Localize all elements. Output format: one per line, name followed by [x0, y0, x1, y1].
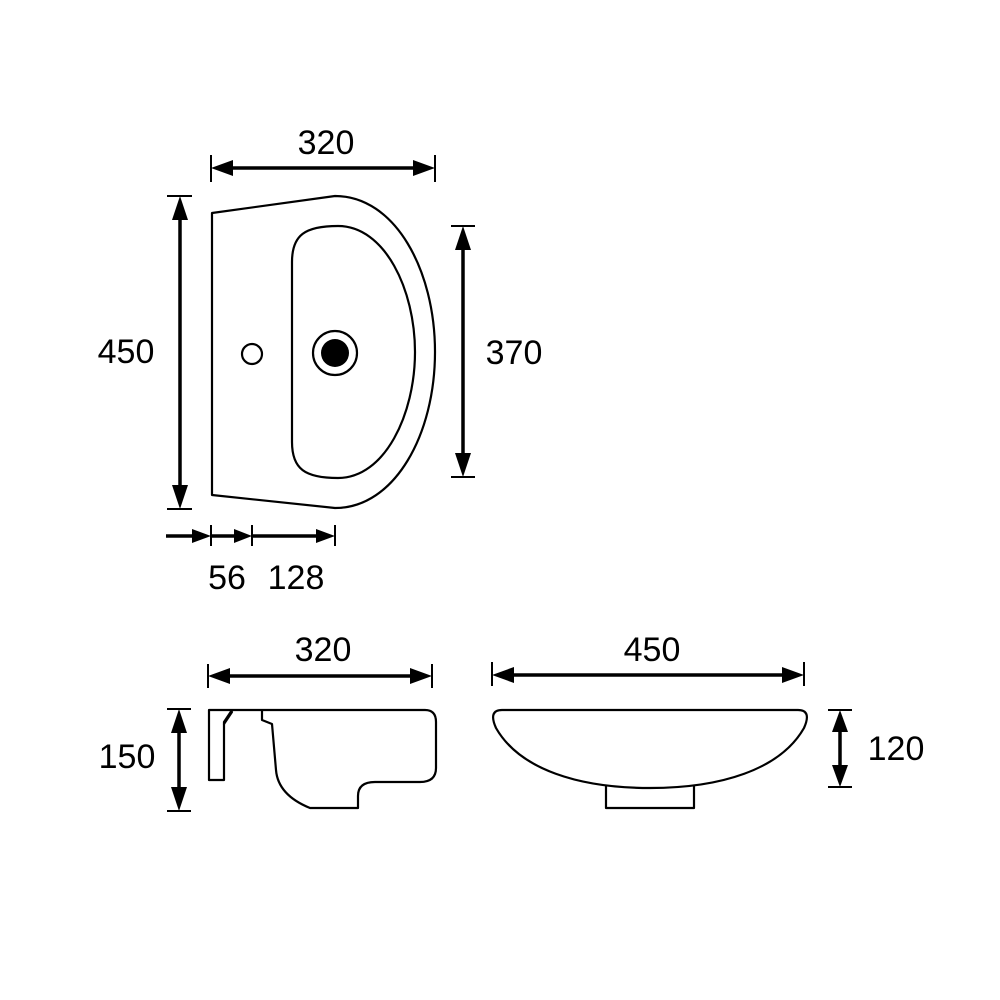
dim-top-depth: 450: [98, 195, 192, 510]
tap-hole: [240, 342, 264, 366]
dim-label-front-height: 120: [868, 730, 925, 768]
dim-label-bowl-depth: 370: [486, 334, 543, 372]
dim-offsets: 56 128: [166, 525, 336, 597]
dim-label-top-depth: 450: [98, 333, 155, 371]
dim-side-height: 150: [99, 708, 191, 812]
dim-label-side-height: 150: [99, 738, 156, 776]
dim-label-tap-offset: 56: [208, 559, 246, 597]
dim-side-width: 320: [207, 631, 433, 688]
dim-label-side-width: 320: [295, 631, 352, 669]
basin-outline-side: [207, 708, 438, 810]
waste-outlet: [321, 339, 349, 367]
dim-label-front-width: 450: [624, 631, 681, 669]
basin-outline-plan: [210, 194, 437, 510]
dim-label-waste-offset: 128: [268, 559, 325, 597]
plan-view: [210, 194, 437, 510]
side-view: [207, 708, 438, 810]
waste-outlet-ring: [311, 329, 359, 377]
basin-outline-front: [491, 708, 809, 790]
dim-bowl-depth: 370: [451, 225, 543, 478]
bowl-outline-plan: [290, 224, 417, 480]
side-inner-edge: [222, 710, 234, 726]
front-view: [491, 708, 809, 810]
front-pedestal-foot: [604, 784, 696, 810]
dim-front-height: 120: [828, 709, 925, 788]
dim-front-width: 450: [491, 631, 805, 686]
dim-label-top-width: 320: [298, 124, 355, 162]
dim-top-width: 320: [210, 124, 436, 182]
